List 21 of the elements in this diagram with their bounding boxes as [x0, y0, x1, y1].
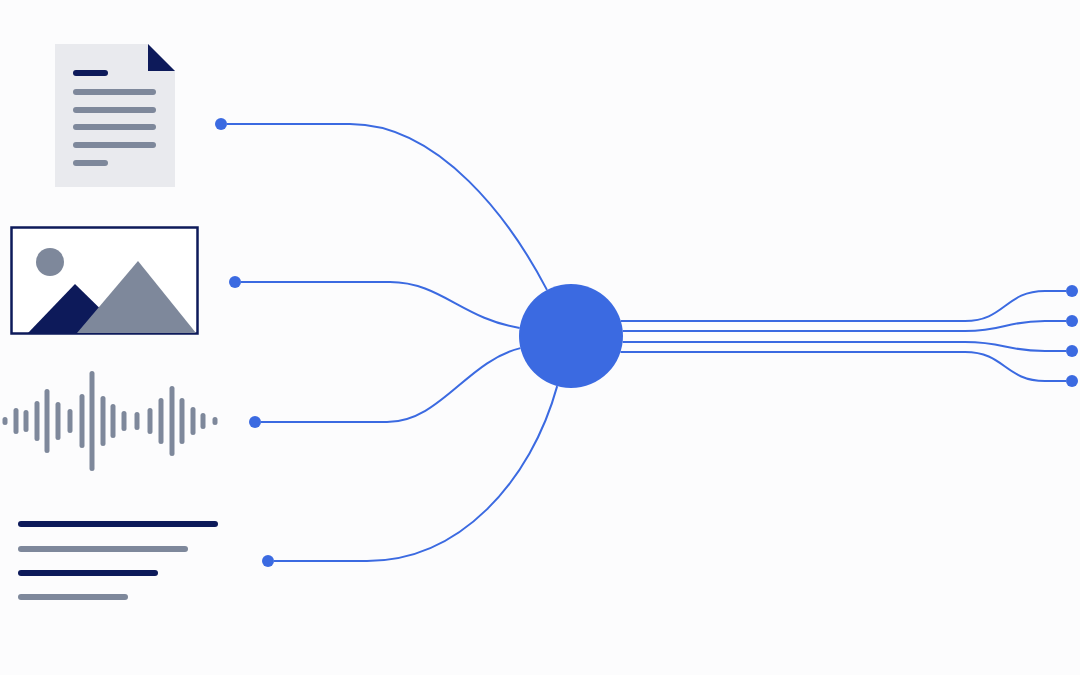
connector-dot [1066, 315, 1078, 327]
connector-dot [229, 276, 241, 288]
connector-line [273, 385, 559, 562]
connector-dot [215, 118, 227, 130]
connector-line [619, 351, 1067, 382]
connector-line [619, 290, 1067, 322]
text-lines-illustration [15, 518, 221, 603]
document-illustration [55, 44, 175, 187]
connector-line [260, 347, 522, 423]
connector-dot [262, 555, 274, 567]
connector-dot [1066, 375, 1078, 387]
connector-line [240, 281, 521, 329]
connector-line [226, 123, 548, 291]
connector-dot [1066, 285, 1078, 297]
hub-node [519, 284, 623, 388]
connector-line [621, 341, 1067, 352]
connector-dot [249, 416, 261, 428]
sound-waveform-illustration [2, 369, 218, 473]
connector-dot [1066, 345, 1078, 357]
connector-line [621, 320, 1067, 332]
landscape-picture-illustration [10, 226, 199, 335]
